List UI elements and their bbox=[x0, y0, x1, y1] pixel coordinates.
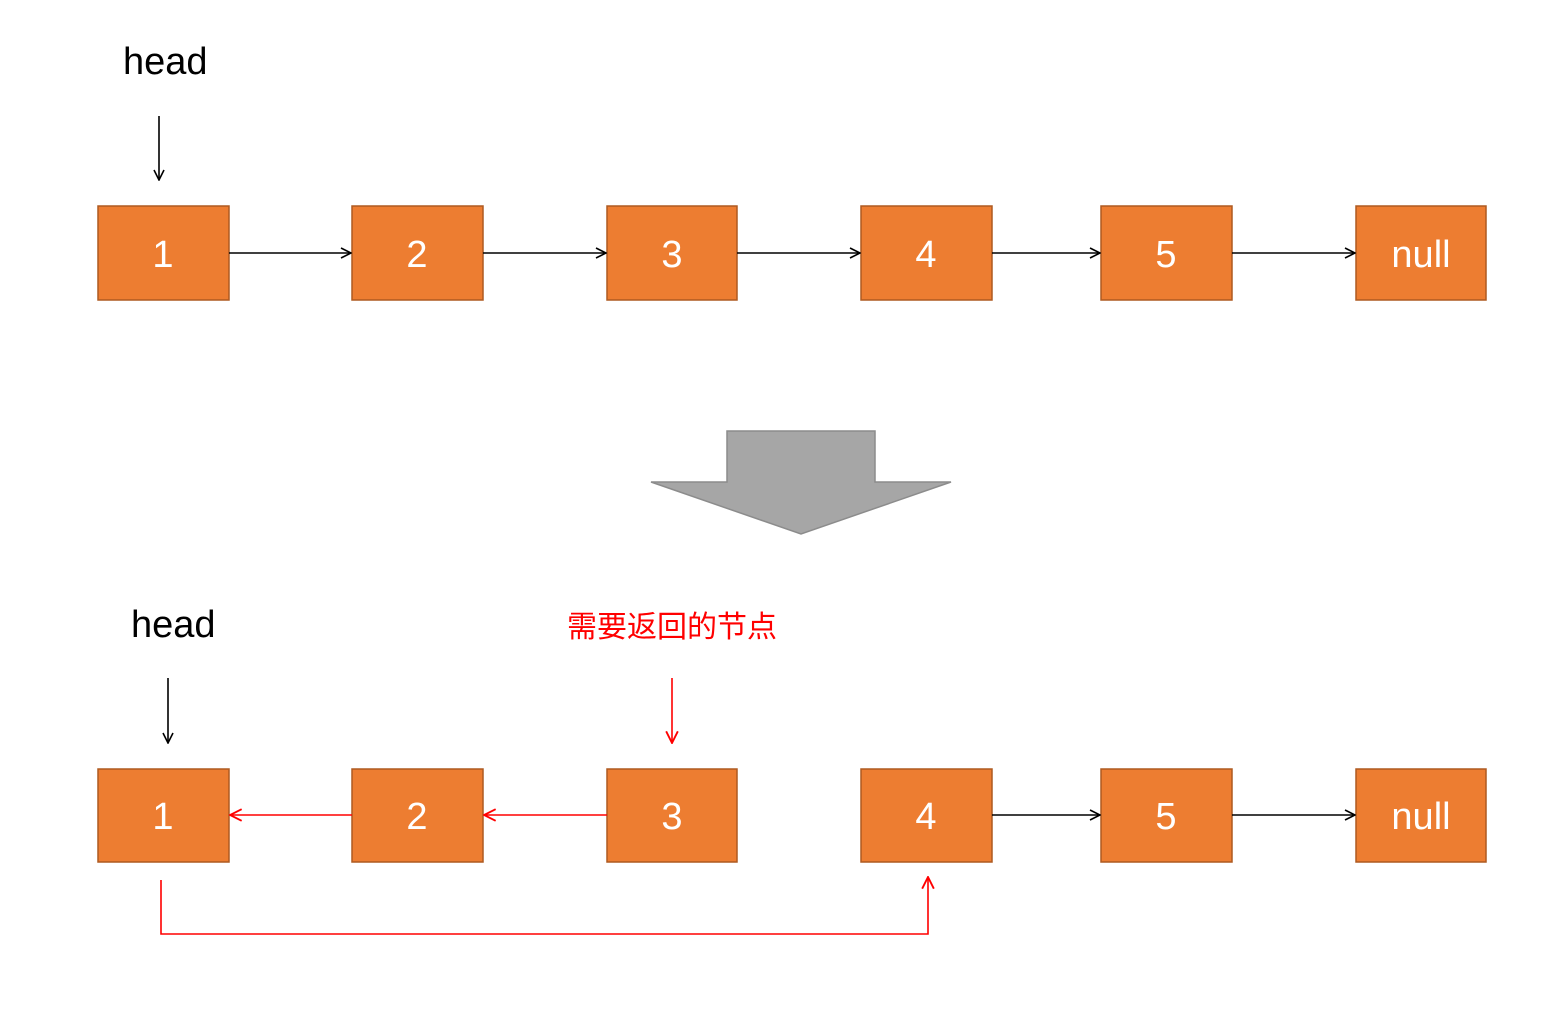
top-node-1: 1 bbox=[97, 205, 230, 301]
top-node-null-label: null bbox=[1391, 234, 1450, 276]
bottom-node-4-label: 4 bbox=[915, 796, 936, 838]
top-node-null: null bbox=[1355, 205, 1487, 301]
bottom-node-null-label: null bbox=[1391, 796, 1450, 838]
return-node-note: 需要返回的节点 bbox=[567, 610, 777, 645]
bottom-node-3: 3 bbox=[606, 768, 738, 863]
bottom-node-5: 5 bbox=[1100, 768, 1233, 863]
bottom-list: head 需要返回的节点 1 2 3 4 5 null bbox=[97, 604, 1487, 935]
bottom-node-null: null bbox=[1355, 768, 1487, 863]
bottom-node-1: 1 bbox=[97, 768, 230, 863]
bottom-node-3-label: 3 bbox=[661, 796, 682, 838]
top-list: head 1 2 3 4 5 null bbox=[97, 41, 1487, 301]
top-node-4: 4 bbox=[860, 205, 993, 301]
bottom-node-5-label: 5 bbox=[1155, 796, 1176, 838]
connect-1-to-4-arrow bbox=[160, 877, 928, 935]
top-node-3-label: 3 bbox=[661, 234, 682, 276]
top-node-1-label: 1 bbox=[152, 234, 173, 276]
top-node-5-label: 5 bbox=[1155, 234, 1176, 276]
bottom-node-2-label: 2 bbox=[406, 796, 427, 838]
bottom-node-2: 2 bbox=[351, 768, 484, 863]
top-node-4-label: 4 bbox=[915, 234, 936, 276]
top-node-2: 2 bbox=[351, 205, 484, 301]
top-head-label: head bbox=[123, 41, 208, 83]
top-node-2-label: 2 bbox=[406, 234, 427, 276]
transform-down-arrow-icon bbox=[650, 430, 952, 535]
top-node-3: 3 bbox=[606, 205, 738, 301]
top-node-5: 5 bbox=[1100, 205, 1233, 301]
bottom-node-1-label: 1 bbox=[152, 796, 173, 838]
bottom-node-4: 4 bbox=[860, 768, 993, 863]
bottom-head-label: head bbox=[131, 604, 216, 646]
